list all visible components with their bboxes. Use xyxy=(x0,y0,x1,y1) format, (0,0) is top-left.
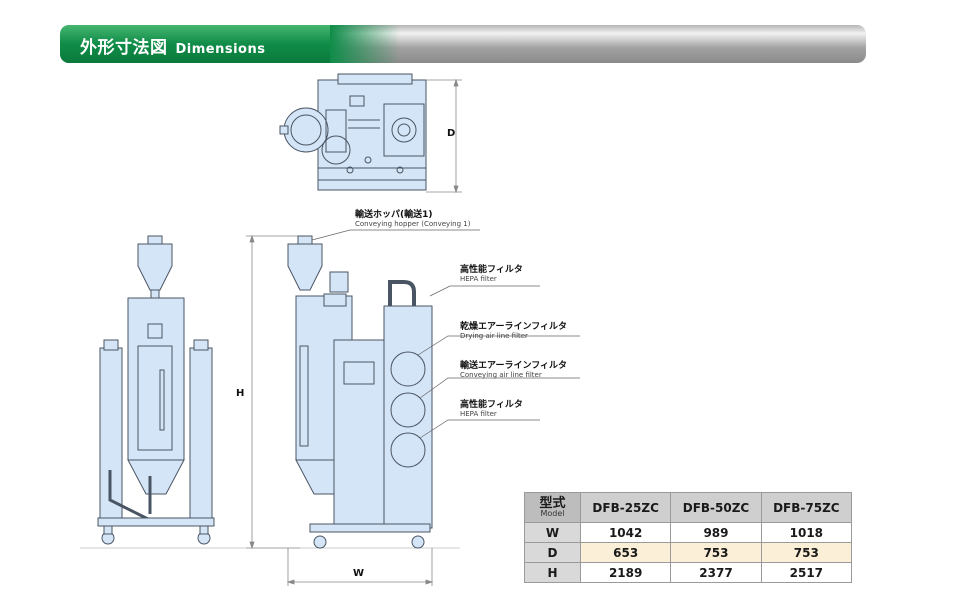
front-view-drying-hopper xyxy=(127,297,185,461)
table-cell: 753 xyxy=(670,542,762,563)
table-cell: 2377 xyxy=(670,562,762,583)
annotation-en: Conveying hopper (Conveying 1) xyxy=(355,219,471,228)
annotation-en: Drying air line filter xyxy=(460,331,528,340)
h-dimension xyxy=(246,234,300,550)
front-view-base xyxy=(97,517,215,527)
table-row: D 653 753 753 xyxy=(524,542,853,563)
w-dimension-label: W xyxy=(353,568,365,579)
annotation-hepa-filter-bottom: 高性能フィルタ HEPA filter xyxy=(460,400,523,419)
annotation-en: Conveying air line filter xyxy=(460,370,542,379)
drying-air-line-filter-circle xyxy=(390,351,426,387)
top-view-body xyxy=(317,79,427,181)
model-header-en: Model xyxy=(540,509,565,518)
side-view-base xyxy=(309,523,431,533)
table-cell: 2189 xyxy=(579,562,672,583)
table-cell: 2517 xyxy=(760,562,853,583)
table-cell: 989 xyxy=(670,522,762,543)
model-column-header: DFB-75ZC xyxy=(760,492,853,523)
table-row: H 2189 2377 2517 xyxy=(524,562,853,583)
d-dimension-label: D xyxy=(447,128,456,139)
annotation-jp: 高性能フィルタ xyxy=(460,400,523,410)
section-title: 外形寸法図 Dimensions xyxy=(80,33,265,58)
conveying-air-line-filter-circle xyxy=(390,392,426,428)
section-title-en: Dimensions xyxy=(175,42,266,57)
annotation-en: HEPA filter xyxy=(460,274,497,283)
annotation-conveying-hopper: 輸送ホッパ(輸送1) Conveying hopper (Conveying 1… xyxy=(355,210,471,229)
annotation-conveying-air-line-filter: 輸送エアーラインフィルタ Conveying air line filter xyxy=(460,361,568,380)
top-view xyxy=(279,73,427,191)
annotation-jp: 輸送エアーラインフィルタ xyxy=(460,361,568,371)
annotation-drying-air-line-filter: 乾燥エアーラインフィルタ Drying air line filter xyxy=(460,322,568,341)
front-view-right-column xyxy=(189,347,213,521)
table-header-row: 型式 Model DFB-25ZC DFB-50ZC DFB-75ZC xyxy=(524,492,853,523)
annotation-jp: 輸送ホッパ(輸送1) xyxy=(355,210,433,220)
model-header-cell: 型式 Model xyxy=(524,492,581,523)
table-cell: 1018 xyxy=(760,522,853,543)
front-view xyxy=(97,235,215,545)
d-dimension xyxy=(426,78,462,194)
table-row: W 1042 989 1018 xyxy=(524,522,853,543)
annotation-jp: 乾燥エアーラインフィルタ xyxy=(460,322,568,332)
annotation-en: HEPA filter xyxy=(460,409,497,418)
section-title-jp: 外形寸法図 xyxy=(80,38,168,58)
row-label: D xyxy=(524,542,581,563)
leader-lines xyxy=(311,229,580,439)
table-cell: 753 xyxy=(760,542,853,563)
table-cell: 653 xyxy=(579,542,672,563)
banner-fade xyxy=(330,25,400,63)
banner-green-segment xyxy=(60,25,330,63)
hepa-filter-circle xyxy=(390,432,426,468)
row-label: W xyxy=(524,522,581,543)
row-label: H xyxy=(524,562,581,583)
front-view-hopper xyxy=(137,243,173,291)
model-column-header: DFB-50ZC xyxy=(670,492,762,523)
section-header-banner: 外形寸法図 Dimensions xyxy=(60,25,866,63)
side-view-hopper xyxy=(287,243,323,291)
dimension-spec-table: 型式 Model DFB-25ZC DFB-50ZC DFB-75ZC W 10… xyxy=(524,492,853,583)
model-column-header: DFB-25ZC xyxy=(579,492,672,523)
h-dimension-label: H xyxy=(236,388,245,399)
model-header-jp: 型式 xyxy=(539,496,566,511)
table-cell: 1042 xyxy=(579,522,672,543)
w-dimension xyxy=(286,548,434,586)
annotation-jp: 高性能フィルタ xyxy=(460,265,523,275)
side-view-cabinet xyxy=(333,339,387,529)
side-view xyxy=(287,235,433,549)
annotation-hepa-filter-top: 高性能フィルタ HEPA filter xyxy=(460,265,523,284)
